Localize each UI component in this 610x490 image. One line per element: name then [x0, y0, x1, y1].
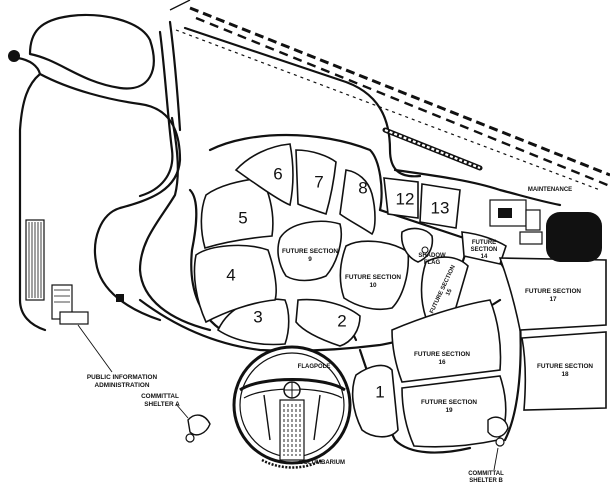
outer-roads: [8, 13, 182, 332]
future-19-title: FUTURE SECTION: [421, 399, 477, 406]
future-10-title: FUTURE SECTION: [345, 274, 401, 281]
future-9-title: FUTURE SECTION: [282, 248, 338, 255]
facility-labels: PUBLIC INFORMATION ADMINISTRATION COMMIT…: [77, 187, 572, 484]
shadow-flag-line2: FLAG: [424, 260, 441, 266]
shelter-b-structure: [487, 416, 509, 447]
railroad-track: [169, 0, 610, 191]
future-10-number: 10: [369, 282, 377, 289]
public-info-leader: [77, 324, 113, 373]
public-info-line1: PUBLIC INFORMATION: [87, 374, 158, 381]
shelter-a-line1: COMMITTAL: [141, 393, 179, 400]
section-labels: 1 2 3 4 5 6 7 8 12 13: [226, 164, 449, 401]
shelter-a-line2: SHELTER A: [144, 401, 180, 408]
columbarium-label: COLUMBARIUM: [299, 460, 345, 466]
section-5-area[interactable]: [200, 177, 274, 250]
section-label-8: 8: [358, 178, 367, 197]
section-1-area[interactable]: [351, 364, 399, 438]
parking-rows: [382, 127, 483, 171]
future-section-9-area[interactable]: [277, 220, 342, 282]
future-sections: [277, 220, 607, 448]
section-label-12: 12: [396, 189, 415, 208]
flagpole-label: FLAGPOLE: [298, 364, 331, 370]
section-7-area[interactable]: [295, 149, 337, 216]
future-16-title: FUTURE SECTION: [414, 351, 470, 358]
entrance-marker: [8, 50, 20, 62]
future-section-17-area[interactable]: [498, 257, 607, 331]
section-6-area[interactable]: [234, 143, 294, 207]
section-label-7: 7: [314, 172, 323, 191]
future-15-number: 15: [445, 288, 454, 297]
small-structure: [116, 294, 124, 302]
sections: [193, 143, 461, 438]
section-12-area[interactable]: [383, 177, 419, 219]
shelter-b-line1: COMMITTAL: [468, 471, 504, 477]
section-4-area[interactable]: [193, 244, 277, 324]
section-13-area[interactable]: [419, 183, 461, 229]
shadow-flag-area[interactable]: [400, 227, 434, 263]
central-circle: [232, 345, 352, 469]
future-section-18-area[interactable]: [521, 331, 607, 411]
future-19-number: 19: [445, 407, 453, 414]
section-label-4: 4: [226, 265, 235, 284]
section-label-13: 13: [431, 198, 450, 217]
future-14-number: 14: [481, 254, 488, 260]
public-info-line2: ADMINISTRATION: [95, 382, 150, 389]
maintenance-facility: [489, 199, 602, 262]
future-18-number: 18: [561, 371, 569, 378]
section-8-area[interactable]: [339, 169, 376, 236]
maintenance-label: MAINTENANCE: [528, 187, 572, 193]
section-2-area[interactable]: [295, 298, 361, 347]
shelter-b-line2: SHELTER B: [469, 478, 503, 484]
section-label-5: 5: [238, 208, 247, 227]
section-label-6: 6: [273, 164, 282, 183]
shelter-a-structure: [185, 414, 211, 443]
section-label-3: 3: [253, 307, 262, 326]
future-section-10-area[interactable]: [339, 240, 410, 311]
future-17-number: 17: [549, 296, 557, 303]
shadow-flag-line1: SHADOW: [418, 253, 446, 259]
future-14-subtitle: SECTION: [471, 247, 498, 253]
future-section-19-area[interactable]: [401, 375, 507, 448]
future-9-number: 9: [308, 256, 312, 263]
buildings: [51, 127, 602, 447]
future-14-title: FUTURE: [472, 240, 496, 246]
future-section-16-area[interactable]: [391, 299, 502, 383]
future-17-title: FUTURE SECTION: [525, 288, 581, 295]
future-16-number: 16: [438, 359, 446, 366]
section-label-2: 2: [337, 311, 346, 330]
public-info-building: [51, 284, 89, 325]
section-label-1: 1: [375, 382, 384, 401]
future-18-title: FUTURE SECTION: [537, 363, 593, 370]
